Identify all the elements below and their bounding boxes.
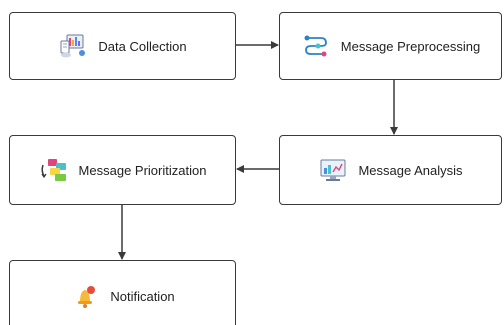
analytics-monitor-icon: [318, 157, 348, 183]
node-message-prioritization[interactable]: Message Prioritization: [9, 135, 236, 205]
sticky-notes-icon: [39, 157, 69, 183]
workflow-icon: [301, 33, 331, 59]
node-label: Notification: [110, 288, 175, 304]
node-label: Message Prioritization: [78, 162, 207, 178]
node-data-collection[interactable]: Data Collection: [9, 12, 236, 80]
node-notification[interactable]: Notification: [9, 260, 236, 325]
node-message-preprocessing[interactable]: Message Preprocessing: [279, 12, 502, 80]
node-label: Message Analysis: [358, 162, 463, 178]
node-label: Message Preprocessing: [340, 38, 481, 54]
bell-icon: [70, 283, 100, 309]
node-message-analysis[interactable]: Message Analysis: [279, 135, 502, 205]
data-collection-icon: [58, 33, 88, 59]
node-label: Data Collection: [98, 38, 187, 54]
